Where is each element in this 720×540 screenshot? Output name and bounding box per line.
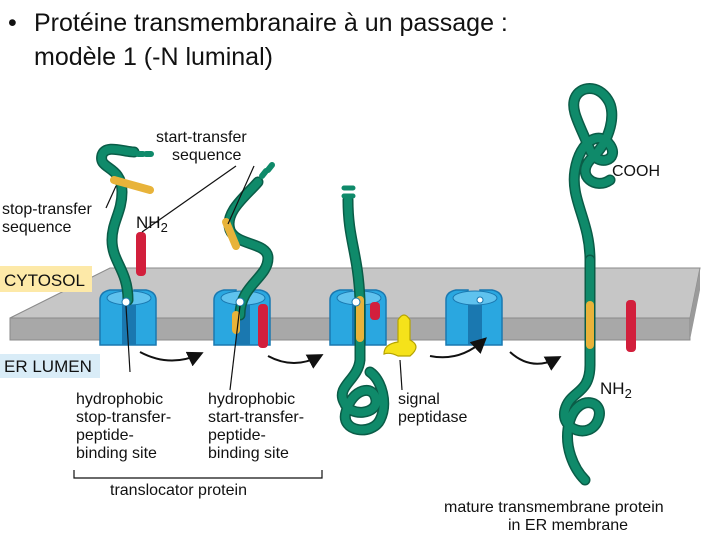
step-arrow-2 <box>267 354 324 369</box>
hydro-start-line-2: start-transfer- <box>208 409 304 426</box>
hydro-stop-line-2: stop-transfer- <box>76 409 171 426</box>
hydro-stop-line-3: peptide- <box>76 427 134 444</box>
hydro-start-line-4: binding site <box>208 445 289 462</box>
hydro-start-line-1: hydrophobic <box>208 391 295 408</box>
binding-pocket-1 <box>121 297 131 307</box>
start-transfer-red-3 <box>370 302 380 320</box>
hydro-start-line-3: peptide- <box>208 427 266 444</box>
translocator-1 <box>99 289 157 346</box>
binding-pocket-3 <box>351 297 361 307</box>
start-transfer-label-1: start-transfer <box>156 129 247 146</box>
cytosol-label: CYTOSOL <box>4 271 85 290</box>
signal-peptidase-label-2: peptidase <box>398 409 467 426</box>
binding-pocket-2 <box>235 297 245 307</box>
protein-stage-1 <box>96 143 154 306</box>
step-arrow-3 <box>429 337 487 359</box>
hydro-stop-line-1: hydrophobic <box>76 391 163 408</box>
mature-protein <box>559 83 618 486</box>
signal-peptidase-label-1: signal <box>398 391 440 408</box>
start-transfer-red-1 <box>136 232 146 276</box>
cooh-label: COOH <box>612 163 660 180</box>
translocator-label: translocator protein <box>110 482 247 499</box>
er-lumen-label: ER LUMEN <box>4 357 92 376</box>
cytosol-label-bg <box>0 266 92 292</box>
cleaved-signal-in-membrane <box>626 300 636 352</box>
stop-transfer-label-2: sequence <box>2 219 71 236</box>
protein-stage-3 <box>336 185 390 436</box>
stop-transfer-label-1: stop-transfer <box>2 201 92 218</box>
signal-peptidase-enzyme <box>383 314 417 357</box>
pointer-signal-peptidase <box>399 359 403 391</box>
title-bullet: • <box>8 9 17 37</box>
pointer-start-transfer-1 <box>141 165 237 233</box>
er-lumen-label-bg <box>0 354 100 378</box>
title-line-1: Protéine transmembranaire à un passage : <box>34 9 508 37</box>
translocator-bracket <box>73 470 323 479</box>
nh2-label-stage-1: NH2 <box>136 213 168 235</box>
translocator-4 <box>445 289 503 346</box>
pointer-start-transfer-2 <box>227 165 255 225</box>
start-transfer-label-2: sequence <box>172 147 241 164</box>
title-line-2: modèle 1 (-N luminal) <box>34 43 273 71</box>
mature-label-1: mature transmembrane protein <box>444 499 664 516</box>
pointer-stop-transfer <box>105 185 117 209</box>
slide-title: • Protéine transmembranaire à un passage… <box>8 6 708 74</box>
step-arrow-1 <box>139 351 204 367</box>
step-arrow-4 <box>509 351 562 371</box>
pointer-hydro-start <box>229 305 241 391</box>
pointer-hydro-stop <box>125 305 131 373</box>
mature-label-2: in ER membrane <box>508 517 628 534</box>
binding-pocket-4 <box>476 296 484 304</box>
nh2-label-mature: NH2 <box>600 379 632 401</box>
hydro-stop-line-4: binding site <box>76 445 157 462</box>
start-transfer-red-2 <box>258 304 268 348</box>
